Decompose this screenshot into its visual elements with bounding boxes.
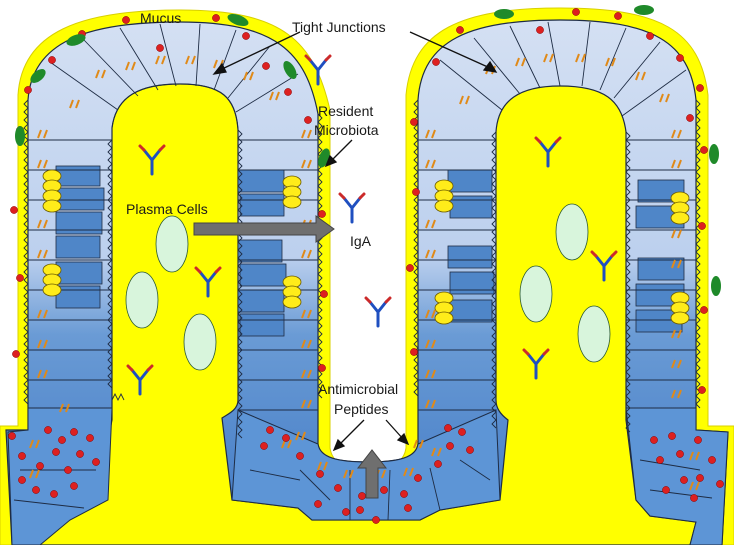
igA-antibody-icon (590, 250, 618, 282)
microbe-icon (15, 126, 25, 146)
plasma-cell-icon (519, 265, 553, 323)
desmosomes (42, 169, 690, 325)
igA-antibody-icon (304, 54, 332, 86)
plasma-cell-icon (183, 313, 217, 371)
microbe-icon (634, 5, 654, 15)
mucus-label: Mucus (140, 10, 181, 26)
secretion-arrows (193, 215, 388, 499)
plasma-cell-icon (555, 203, 589, 261)
iga-antibodies (126, 54, 618, 396)
microbe-icon (227, 13, 249, 27)
plasma-cells-label: Plasma Cells (126, 201, 208, 217)
resident-microbiota-label-line1: Resident (318, 103, 373, 119)
antimicrobial-peptides-label-line2: Peptides (334, 401, 388, 417)
arrow-icon (356, 449, 388, 499)
crypt-base-left (7, 407, 113, 545)
microbe-icon (30, 69, 46, 83)
plasma-cell-icon (577, 305, 611, 363)
microvilli (23, 83, 701, 439)
microbe-icon (494, 9, 514, 19)
resident-microbiota-label-line2: Microbiota (314, 122, 379, 138)
label-leaders (212, 31, 498, 452)
microbe-icon (711, 276, 721, 296)
igA-antibody-icon (364, 296, 392, 328)
plasma-cell-icon (125, 271, 159, 329)
plasma-cell-icon (155, 215, 189, 273)
microbe-icon (709, 144, 719, 164)
tight-junctions-label: Tight Junctions (292, 19, 386, 35)
igA-antibody-icon (338, 192, 366, 224)
microbe-icon (66, 34, 86, 46)
cell-dividers (13, 21, 713, 521)
igA-antibody-icon (126, 364, 154, 396)
igA-antibody-icon (534, 136, 562, 168)
igA-antibody-icon (194, 266, 222, 298)
arrow-icon (193, 215, 335, 243)
iga-label: IgA (350, 233, 372, 249)
tight-junctions (29, 53, 700, 491)
igA-antibody-icon (522, 348, 550, 380)
microbe-icon (283, 60, 297, 80)
resident-microbiota (15, 5, 721, 296)
plasma-cells (125, 203, 611, 371)
antimicrobial-peptides-label-line1: Antimicrobial (318, 381, 398, 397)
antimicrobial-peptide-dots (8, 424, 724, 524)
igA-antibody-icon (138, 144, 166, 176)
